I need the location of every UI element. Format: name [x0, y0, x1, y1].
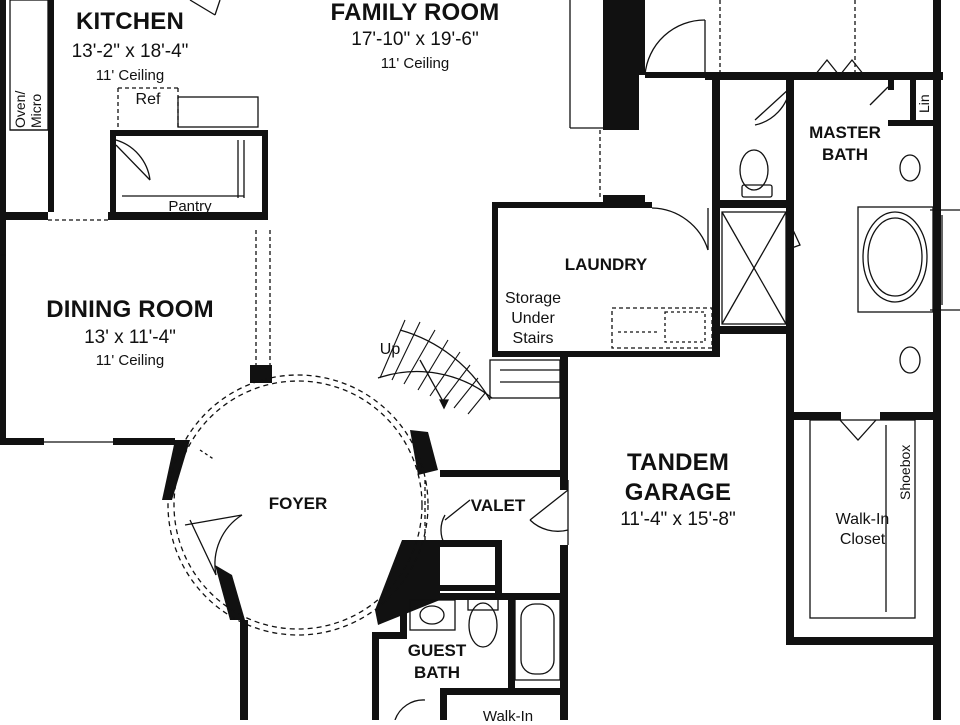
- storage-label-2: Under: [511, 310, 555, 327]
- guest-bath-title-1: GUEST: [407, 641, 467, 660]
- family-room-dims: 17'-10" x 19'-6": [351, 29, 479, 50]
- dining-room-ceiling: 11' Ceiling: [95, 352, 165, 369]
- garage-title-2: GARAGE: [624, 479, 732, 506]
- kitchen-dims: 13'-2" x 18'-4": [71, 41, 189, 62]
- garage-title-1: TANDEM: [626, 449, 730, 476]
- fixture-oven-label-1: Oven/: [12, 90, 28, 128]
- master-bath-title-1: MASTER: [809, 123, 881, 142]
- laundry-title: LAUNDRY: [564, 255, 648, 274]
- stairs-up-label: Up: [379, 341, 401, 358]
- fixture-shoebox-label: Shoebox: [897, 444, 913, 500]
- storage-label-3: Stairs: [512, 330, 554, 347]
- storage-label-1: Storage: [504, 290, 562, 307]
- walkin-bottom-label: Walk-In: [482, 708, 534, 725]
- walkin-closet-label-2: Closet: [839, 531, 886, 548]
- guest-bath-title-2: BATH: [414, 663, 460, 682]
- fixture-oven-label-2: Micro: [28, 93, 44, 128]
- fixture-lin-label: Lin: [916, 94, 932, 113]
- foyer-title: FOYER: [268, 494, 328, 513]
- kitchen-title: KITCHEN: [75, 8, 185, 35]
- family-room-title: FAMILY ROOM: [330, 0, 500, 26]
- walls: [0, 0, 943, 720]
- dining-room-dims: 13' x 11'-4": [84, 327, 176, 348]
- dining-room-title: DINING ROOM: [46, 296, 214, 323]
- fixture-pantry-label: Pantry: [168, 198, 212, 215]
- valet-title: VALET: [470, 496, 526, 515]
- garage-dims: 11'-4" x 15'-8": [620, 509, 736, 530]
- master-bath-title-2: BATH: [822, 145, 868, 164]
- family-room-ceiling: 11' Ceiling: [380, 55, 450, 72]
- fixture-ref-label: Ref: [135, 91, 161, 108]
- walkin-closet-label-1: Walk-In: [835, 511, 890, 528]
- kitchen-ceiling: 11' Ceiling: [95, 67, 165, 84]
